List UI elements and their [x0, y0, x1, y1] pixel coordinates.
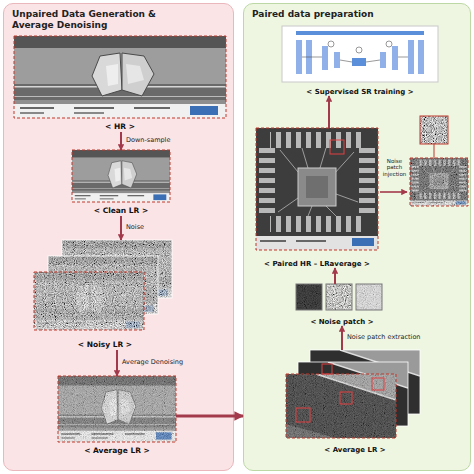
arrow-label: Average Denoising [122, 359, 183, 366]
image-caption: < Supervised SR training > [306, 88, 413, 96]
image-caption: < Average LR > [324, 446, 385, 454]
arrow-label: Down-sample [126, 137, 170, 144]
image-box: < Clean LR > [72, 150, 170, 216]
image-caption: < Average LR > [84, 447, 150, 456]
image-caption: < Paired HR – LRaverage > [264, 260, 370, 268]
image-box: < HR > [14, 36, 226, 132]
arrow-label: Noise [126, 224, 144, 231]
image-box: < Average LR > [285, 350, 425, 454]
image-box: < Paired HR – LRaverage > [256, 128, 378, 268]
image-box: < Supervised SR training > [280, 26, 440, 96]
image-box: < Noisy LR > [25, 240, 185, 350]
step-label: Noise patch injection [379, 158, 410, 177]
image-caption: < HR > [105, 123, 135, 132]
image-box: < Noise patch > [292, 284, 392, 326]
arrow-label: Noise patch extraction [347, 334, 420, 341]
image-caption: < Noise patch > [310, 318, 373, 326]
image-caption: < Noisy LR > [78, 341, 132, 350]
image-caption: < Clean LR > [94, 207, 149, 216]
image-box: < Average LR > [58, 376, 176, 456]
panel-title: Paired data preparation [252, 9, 417, 20]
stage-panel: Unpaired Data Generation & Average Denoi… [3, 3, 234, 471]
stage-panel: Paired data preparation < Supervised SR t… [243, 3, 471, 471]
panel-title: Unpaired Data Generation & Average Denoi… [12, 9, 177, 31]
